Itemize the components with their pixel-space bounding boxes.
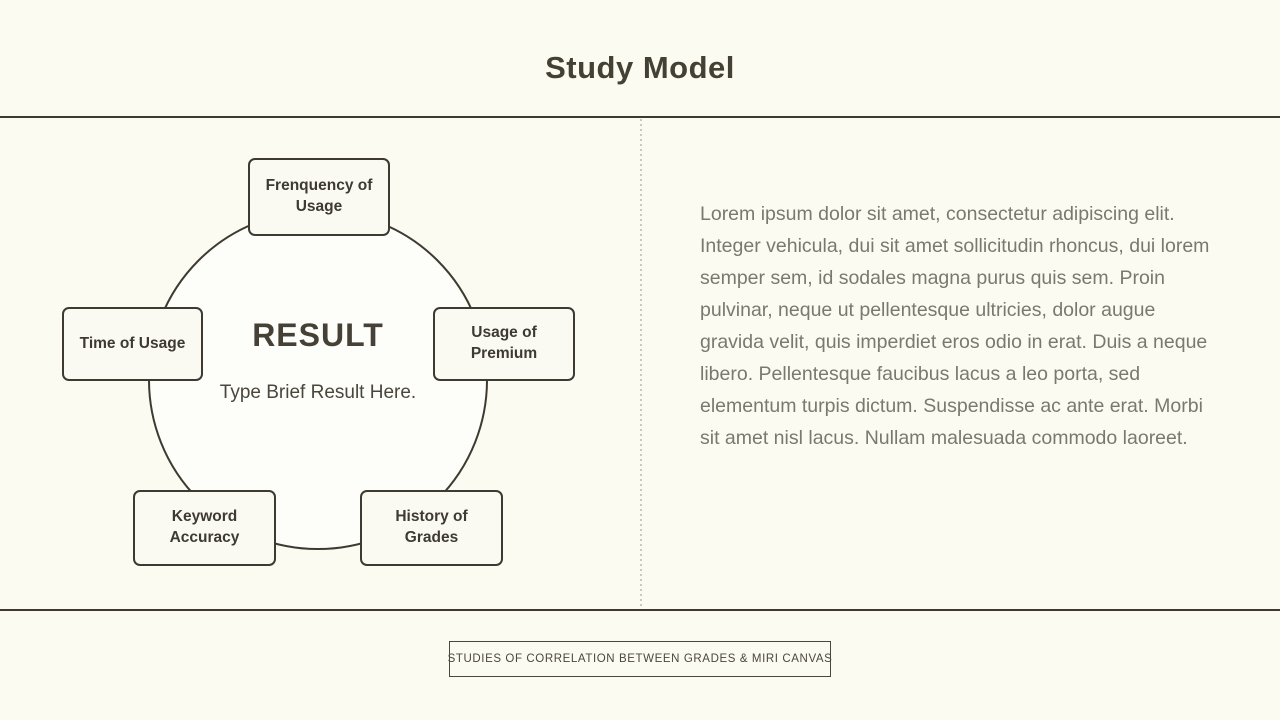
diagram-center-title: RESULT [252, 317, 384, 353]
diagram-center-subtitle: Type Brief Result Here. [219, 382, 417, 403]
node-label: History of Grades [395, 508, 468, 546]
body-paragraph: Lorem ipsum dolor sit amet, consectetur … [700, 203, 1210, 449]
node-frequency-of-usage: Frenquency of Usage [248, 158, 390, 236]
node-label: Usage of Premium [470, 324, 538, 362]
cycle-diagram: Frenquency of Usage Time of Usage Usage … [0, 117, 640, 609]
footer-caption: STUDIES OF CORRELATION BETWEEN GRADES & … [447, 653, 833, 665]
node-usage-of-premium: Usage of Premium [433, 307, 575, 381]
node-history-of-grades: History of Grades [360, 490, 503, 566]
footer-caption-box: STUDIES OF CORRELATION BETWEEN GRADES & … [447, 641, 833, 677]
page-title: Study Model [545, 50, 735, 85]
node-keyword-accuracy: Keyword Accuracy [133, 490, 276, 566]
node-label: Keyword Accuracy [169, 508, 240, 546]
node-time-of-usage: Time of Usage [62, 307, 203, 381]
node-label: Time of Usage [79, 334, 186, 352]
header-divider-line [0, 116, 1280, 118]
node-label: Frenquency of Usage [265, 177, 373, 215]
footer-divider-line [0, 609, 1280, 611]
vertical-dotted-divider [640, 119, 642, 608]
slide-header: Study Model [0, 0, 1280, 117]
